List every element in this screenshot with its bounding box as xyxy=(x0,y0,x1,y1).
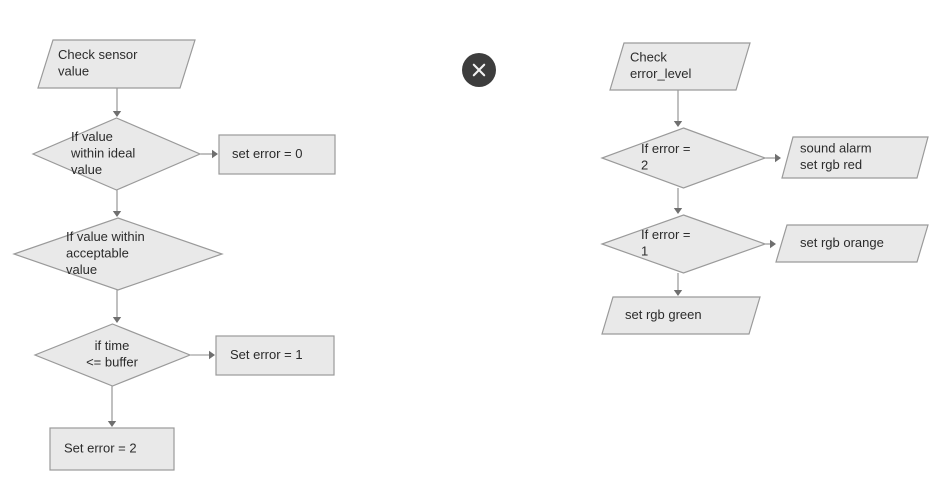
node-shape-rectangle xyxy=(215,335,335,376)
node-label: acceptable xyxy=(66,245,129,260)
node-shape-diamond xyxy=(600,214,767,274)
close-button[interactable] xyxy=(462,53,496,87)
node-set-rgb-orange[interactable]: set rgb orange xyxy=(775,224,929,263)
node-label: <= buffer xyxy=(86,355,138,370)
node-label: value xyxy=(71,162,102,177)
node-if-time-less-equal-buffer[interactable]: if time <= buffer xyxy=(33,323,192,387)
node-label: Check xyxy=(630,50,667,65)
arrowhead-sensor-to-ideal xyxy=(112,111,122,117)
node-label: value xyxy=(58,64,89,79)
node-shape-parallelogram xyxy=(781,136,929,179)
arrowhead-error2-to-alarm xyxy=(775,153,781,163)
arrowhead-error1-to-green xyxy=(673,290,683,296)
node-shape-rectangle xyxy=(49,427,175,471)
node-shape-parallelogram xyxy=(609,42,751,91)
node-label: 2 xyxy=(641,158,648,173)
arrowhead-acceptable-to-time xyxy=(112,317,122,323)
node-if-error-equals-1[interactable]: If error = 1 xyxy=(600,214,767,274)
arrowhead-ideal-to-set-error-0 xyxy=(212,149,218,159)
node-shape-diamond xyxy=(31,117,202,191)
node-label: Set error = 1 xyxy=(230,347,303,362)
node-label: within ideal xyxy=(70,145,135,160)
node-set-error-0[interactable]: set error = 0 xyxy=(218,134,336,175)
node-label: If error = xyxy=(641,141,691,156)
node-label: sound alarm xyxy=(800,141,872,156)
node-shape-diamond xyxy=(600,127,767,189)
node-label: if time xyxy=(95,338,130,353)
arrowhead-check-to-error2 xyxy=(673,121,683,127)
node-shape-rectangle xyxy=(218,134,336,175)
node-set-error-1[interactable]: Set error = 1 xyxy=(215,335,335,376)
node-shape-parallelogram xyxy=(775,224,929,263)
arrowhead-time-to-set-error-2 xyxy=(107,421,117,427)
arrowhead-error2-to-error1 xyxy=(673,208,683,214)
node-if-error-equals-2[interactable]: If error = 2 xyxy=(600,127,767,189)
node-shape-parallelogram xyxy=(37,39,196,89)
node-shape-diamond xyxy=(33,323,192,387)
node-label: Set error = 2 xyxy=(64,440,137,455)
node-label: 1 xyxy=(641,244,648,259)
node-label: If value xyxy=(71,129,113,144)
node-set-rgb-green[interactable]: set rgb green xyxy=(601,296,761,335)
node-shape-parallelogram xyxy=(601,296,761,335)
node-label: set rgb red xyxy=(800,157,862,172)
node-label: If value within xyxy=(66,229,145,244)
node-check-sensor-value[interactable]: Check sensor value xyxy=(37,39,196,89)
node-label: If error = xyxy=(641,227,691,242)
arrowhead-time-to-set-error-1 xyxy=(209,350,215,360)
close-icon-stroke-1 xyxy=(472,63,486,77)
node-label: set rgb green xyxy=(625,307,702,322)
arrowhead-ideal-to-acceptable xyxy=(112,211,122,217)
node-label: Check sensor xyxy=(58,47,138,62)
node-set-error-2[interactable]: Set error = 2 xyxy=(49,427,175,471)
node-label: error_level xyxy=(630,66,692,81)
arrowhead-error1-to-orange xyxy=(770,239,776,249)
node-label: set error = 0 xyxy=(232,146,302,161)
node-label: value xyxy=(66,262,97,277)
node-label: set rgb orange xyxy=(800,235,884,250)
node-shape-diamond xyxy=(12,217,224,291)
